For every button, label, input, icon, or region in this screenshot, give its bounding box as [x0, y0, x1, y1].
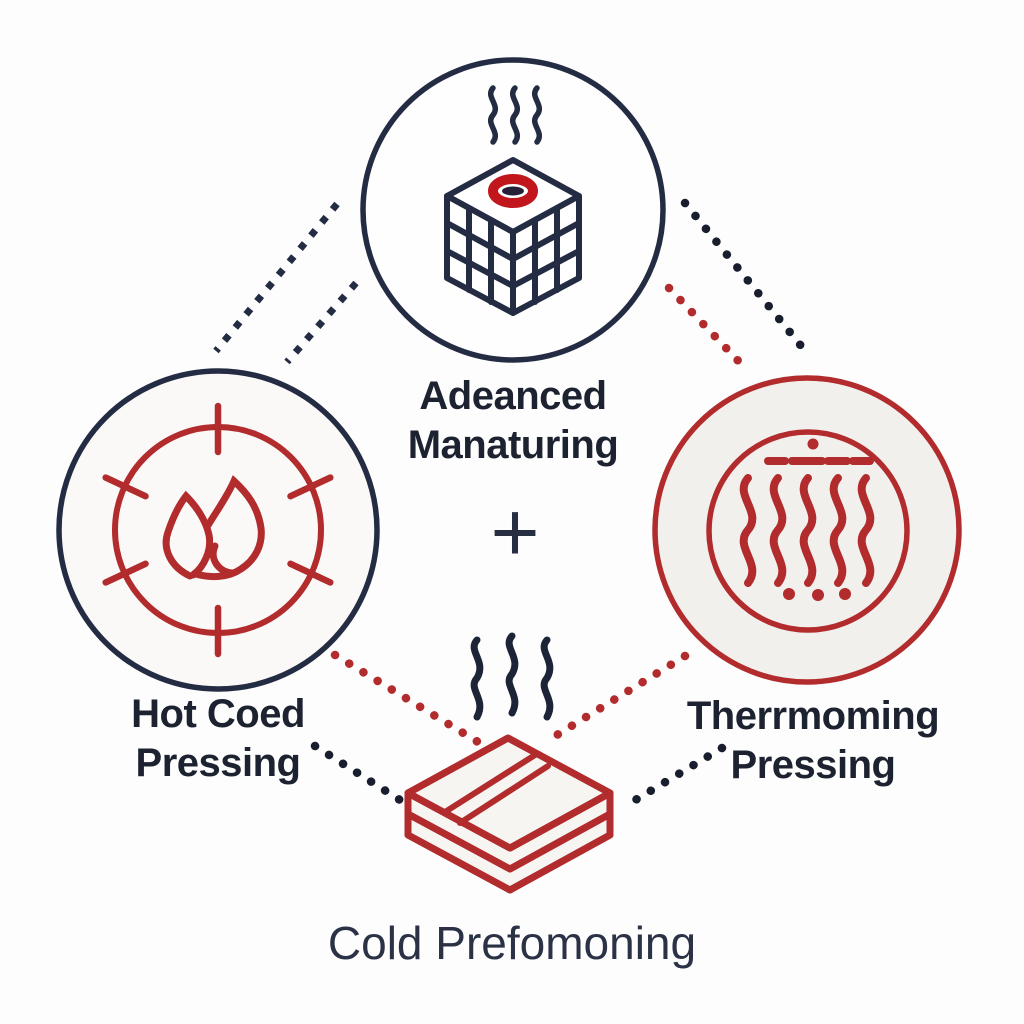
connector-bottom-right-red [547, 651, 690, 743]
label-line: Therrmoming [686, 694, 940, 738]
cube-with-heat-icon [444, 157, 582, 316]
label-line: Pressing [135, 741, 301, 785]
plus-icon: + [490, 485, 540, 579]
heat-waves-icon [739, 438, 875, 601]
flame-burner-target-icon [102, 402, 334, 658]
heat-waves-small-icon [488, 85, 542, 145]
label-line: Manaturing [407, 423, 619, 467]
label-cold-preforming: Cold Prefomoning [327, 917, 697, 969]
heat-waves-medium-icon [470, 632, 554, 721]
layered-sheets-heat-icon [404, 734, 614, 894]
connector-top-left-outer [213, 201, 340, 354]
label-advanced-manufacturing: Adeanced Manaturing [408, 372, 619, 470]
connector-bottom-right-black [627, 743, 727, 807]
node-circle-hot-cold-pressing [56, 368, 380, 692]
connector-top-right-outer [680, 198, 811, 357]
connector-top-left-inner [284, 280, 359, 365]
connector-bottom-left-red [330, 650, 483, 747]
label-hot-cold-pressing: Hot Coed Pressing [131, 690, 305, 788]
connector-top-right-inner [664, 283, 750, 373]
label-line: Pressing [730, 743, 896, 787]
label-thermoforming-pressing: Therrmoming Pressing [686, 692, 940, 790]
label-line: Adeanced [419, 374, 607, 418]
label-line: Hot Coed [131, 692, 305, 736]
connector-bottom-left-black [310, 741, 405, 805]
